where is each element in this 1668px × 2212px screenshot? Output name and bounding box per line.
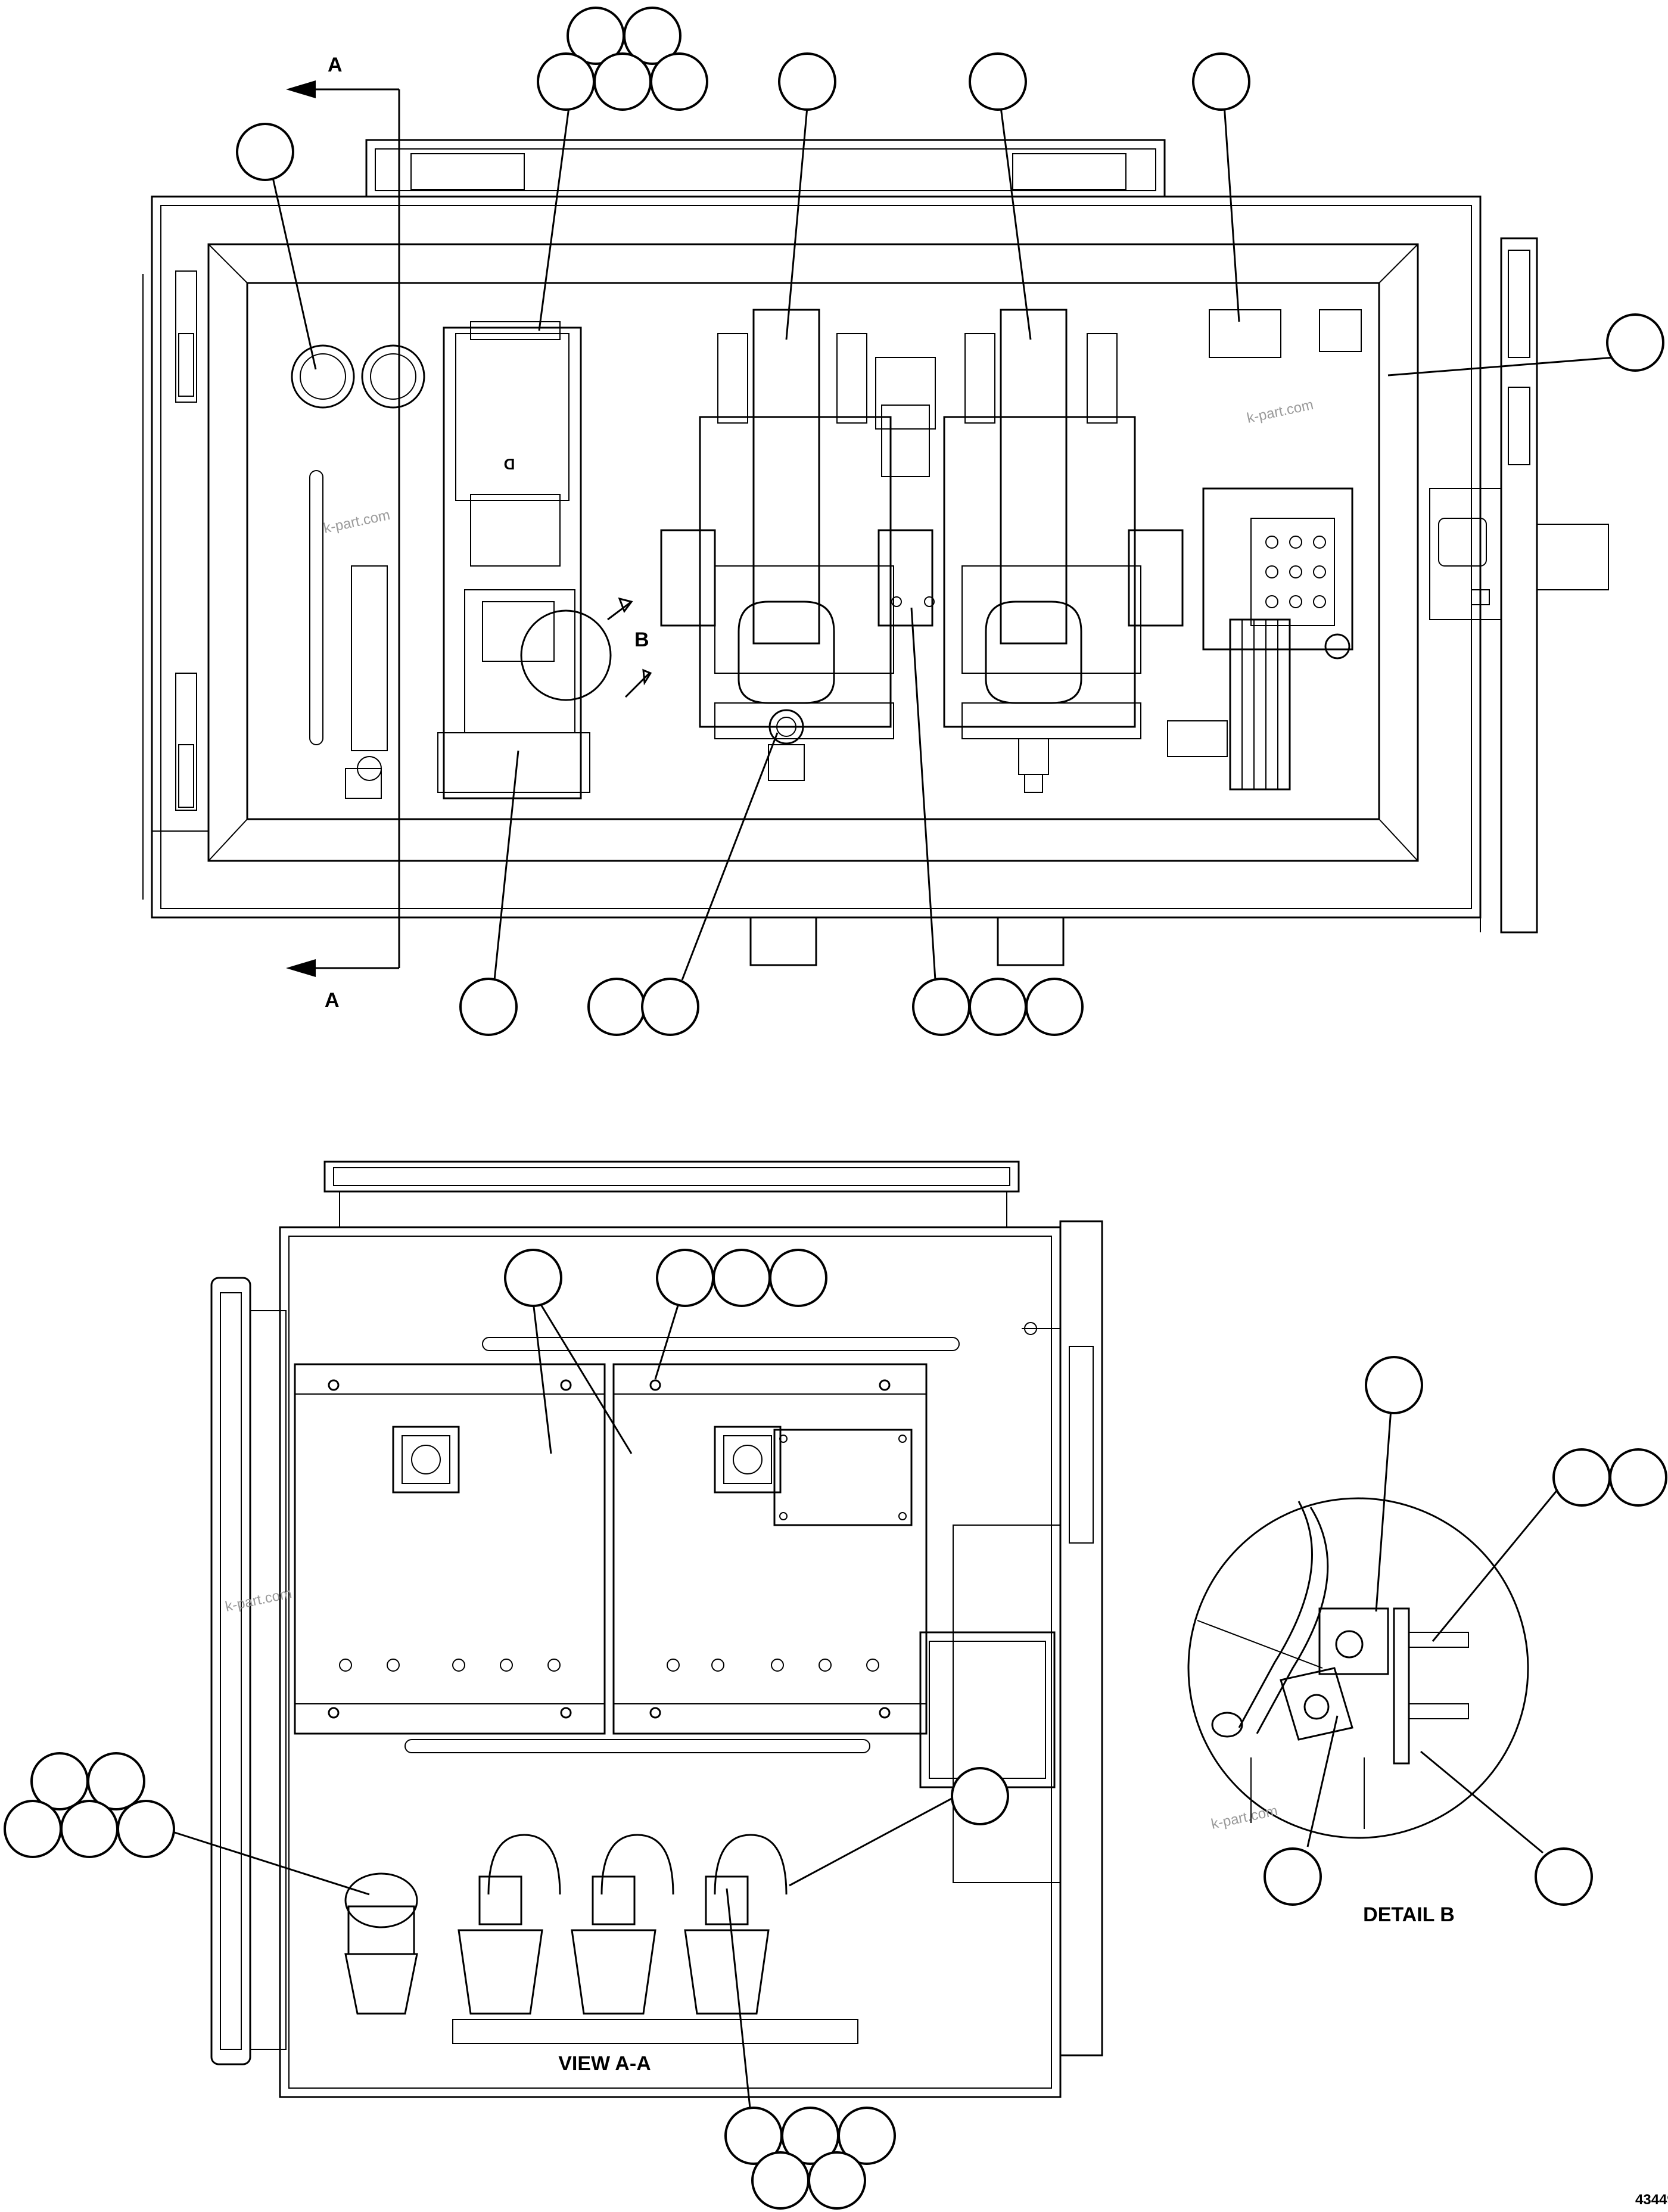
watermark-1: k-part.com: [1246, 397, 1315, 427]
figure-number: 43449: [1635, 2192, 1668, 2208]
section-label-a-bottom: A: [325, 989, 340, 1012]
detail-b-title: DETAIL B: [1363, 1903, 1455, 1926]
detail-callout-b: B: [634, 629, 649, 651]
view-a-a: VIEW A-A k-part.com: [4, 1161, 1103, 2210]
watermark-2: k-part.com: [322, 507, 391, 537]
view-a-a-title: VIEW A-A: [558, 2052, 651, 2075]
watermark-3: k-part.com: [224, 1585, 293, 1615]
fittings: [344, 1834, 858, 2044]
watermark-4: k-part.com: [1210, 1803, 1279, 1833]
section-label-a-top: A: [328, 54, 343, 76]
detail-b: DETAIL B k-part.com: [1187, 1356, 1667, 1926]
component-mark-d: D: [504, 455, 515, 473]
top-view: D B: [142, 7, 1664, 1036]
